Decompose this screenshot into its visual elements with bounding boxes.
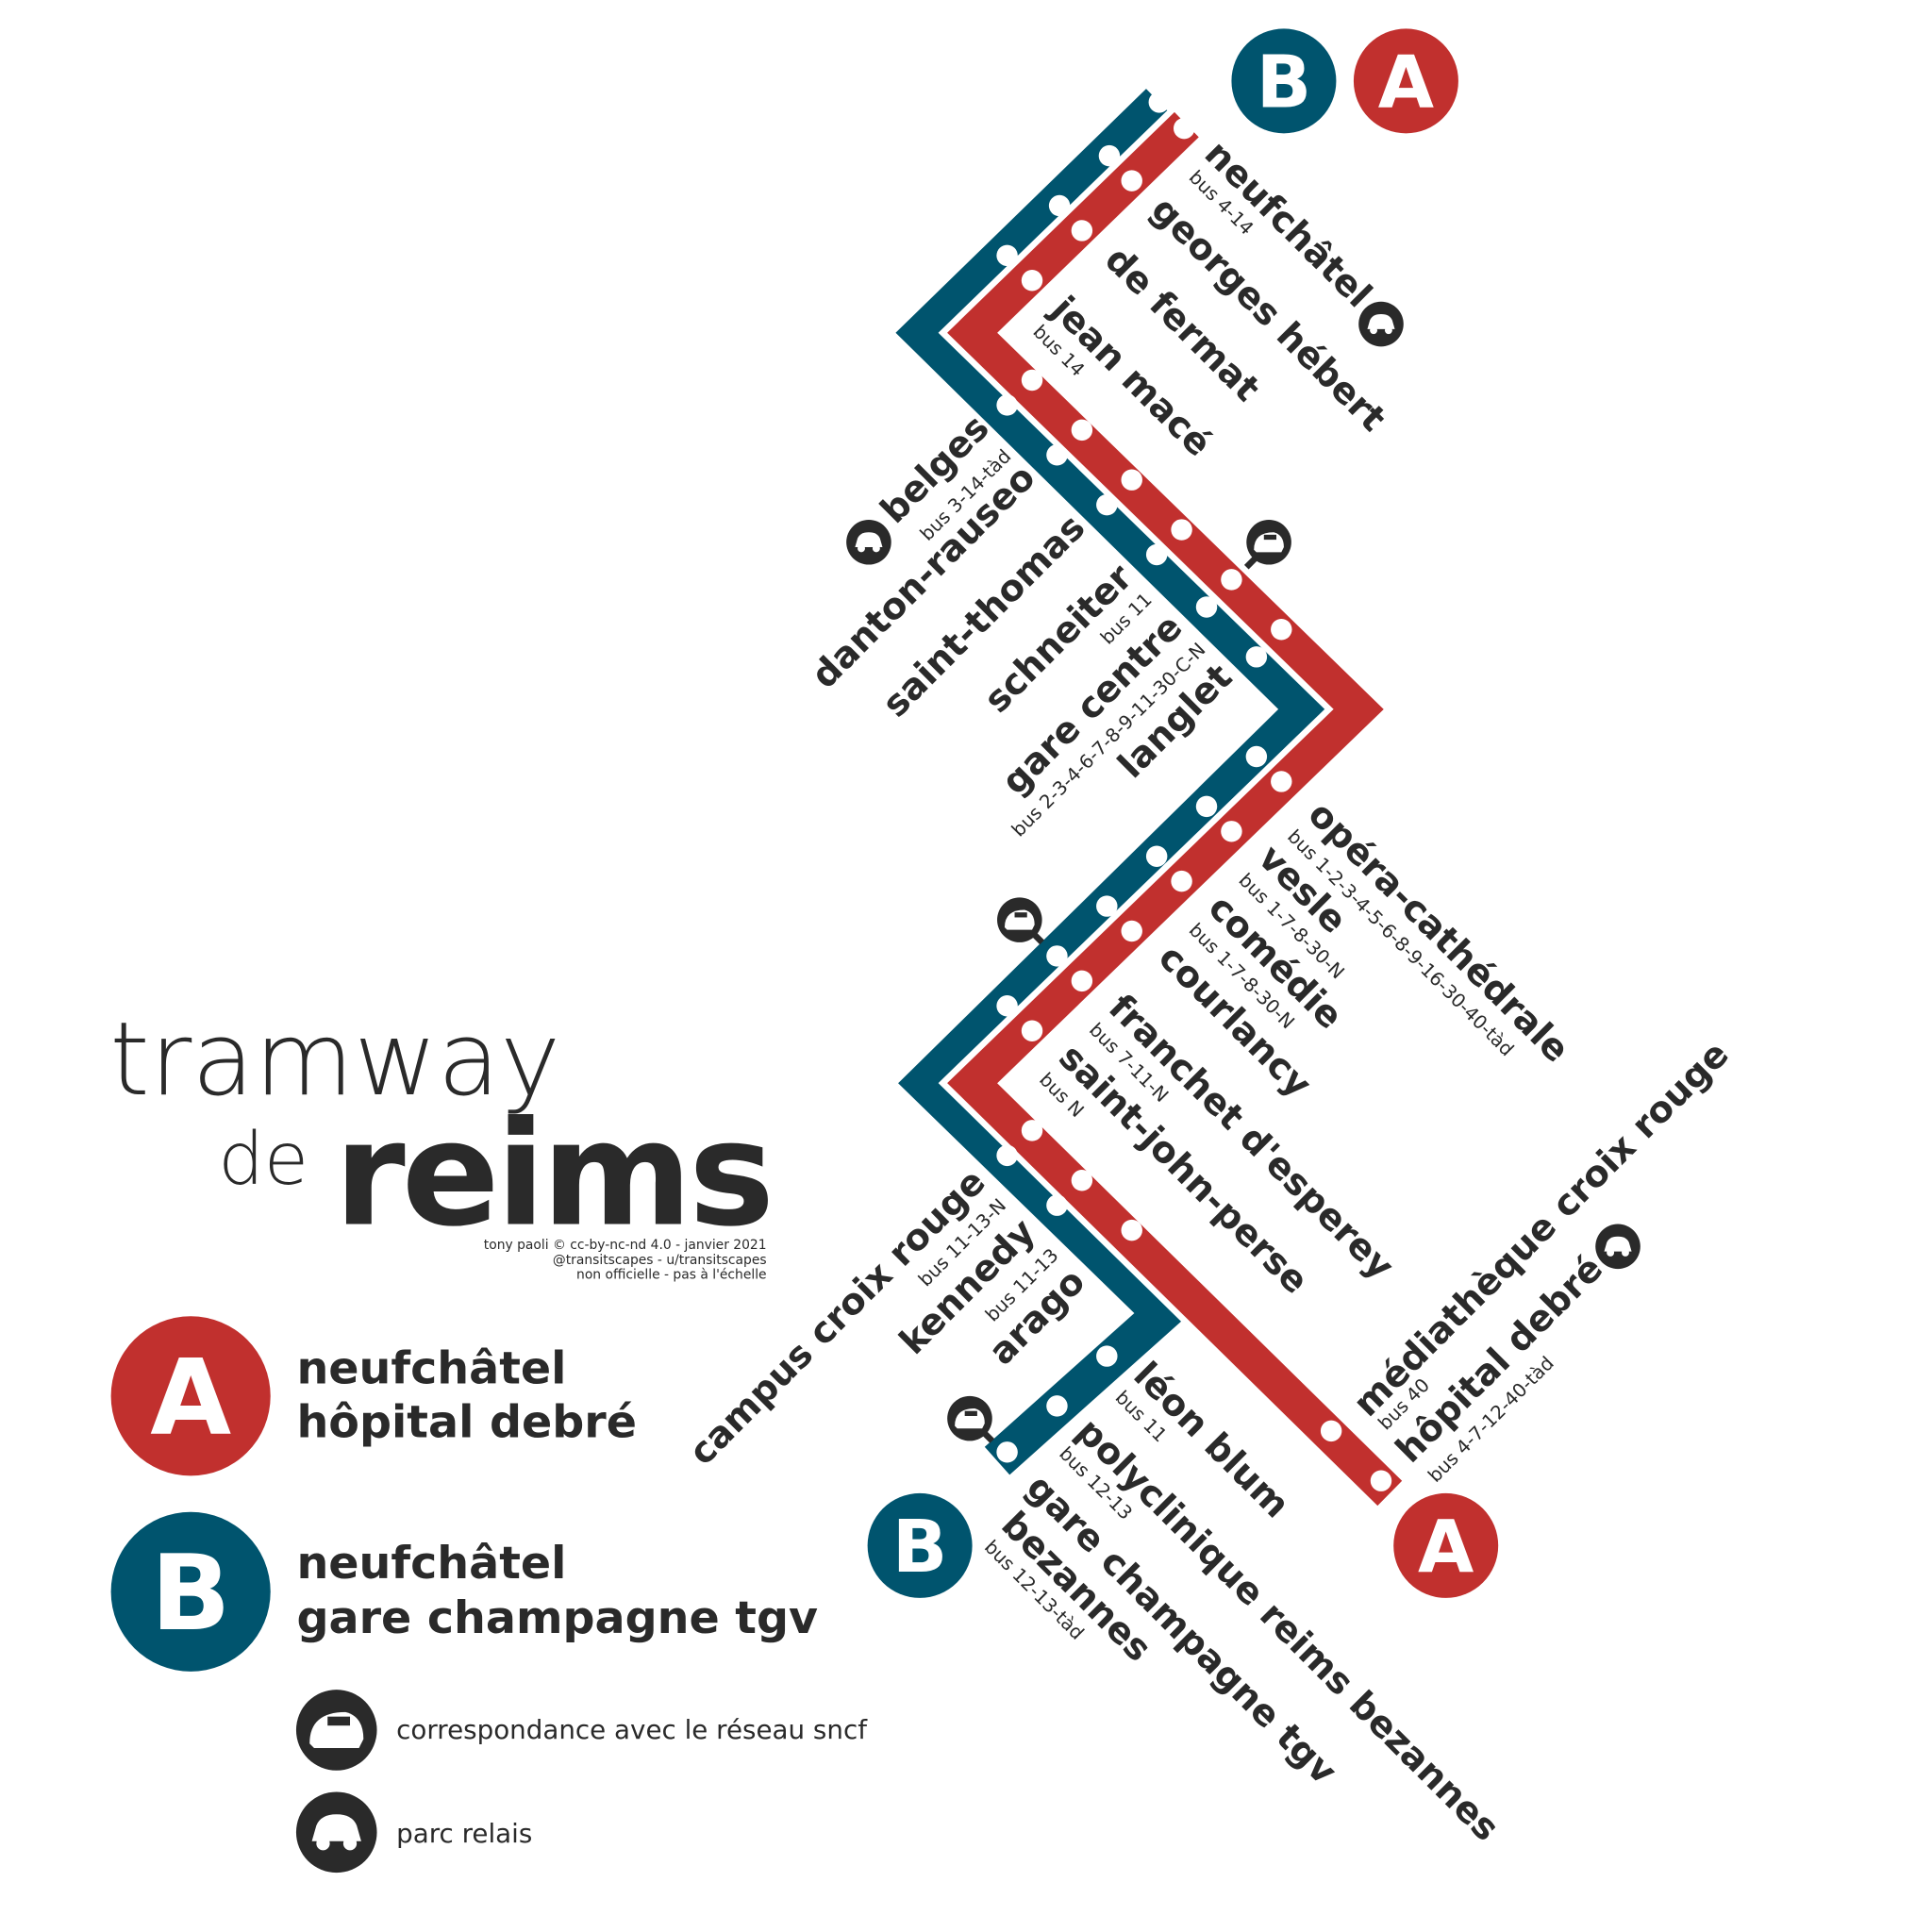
title-de: de: [218, 1118, 308, 1202]
svg-text:B: B: [151, 1533, 231, 1655]
svg-text:A: A: [150, 1337, 231, 1458]
stop-dot: [1171, 870, 1192, 892]
svg-text:B: B: [892, 1506, 947, 1590]
credits-line: non officielle - pas à l'échelle: [576, 1268, 767, 1283]
stop-dot: [1171, 519, 1192, 541]
stop-dot: [1071, 419, 1093, 441]
line-b-badge-top: B: [1231, 28, 1337, 134]
line-b-track: [895, 89, 1332, 1475]
svg-text:A: A: [1418, 1506, 1474, 1590]
stop-dot: [1145, 845, 1168, 867]
sncf-train-icon: [1246, 519, 1291, 565]
stop-dot: [1048, 194, 1071, 217]
legend-train: correspondance avec le réseau sncf: [295, 1690, 868, 1771]
stop-dot: [1096, 1345, 1118, 1367]
title-reims: reims: [334, 1091, 771, 1259]
stop-dot: [1148, 92, 1171, 113]
sncf-train-icon: [295, 1690, 377, 1771]
stop-dot: [1071, 220, 1093, 242]
stop-dot: [1021, 1120, 1043, 1141]
svg-text:gare champagne tgv: gare champagne tgv: [296, 1592, 818, 1644]
stop-dot: [996, 995, 1018, 1017]
stop-dot: [1195, 596, 1218, 618]
stop-dot: [1071, 1170, 1093, 1191]
stop-dot: [1320, 1420, 1342, 1442]
stop-dot: [1021, 270, 1043, 291]
legend-line-b: B neufchâtel gare champagne tgv: [110, 1511, 818, 1672]
credits-line: @transitscapes - u/transitscapes: [553, 1253, 767, 1268]
line-a-stops: [1021, 117, 1392, 1491]
sncf-train-icon: [947, 1395, 992, 1441]
stop-dot: [1096, 895, 1118, 917]
line-a-track: [947, 111, 1403, 1507]
stop-dot: [1245, 646, 1268, 668]
stop-dot: [1121, 1219, 1142, 1241]
stop-dot: [1096, 493, 1118, 516]
stop-dot: [996, 394, 1018, 416]
svg-text:hôpital debré: hôpital debré: [296, 1396, 637, 1448]
stop-dot: [1271, 619, 1292, 641]
stop-dot: [1221, 821, 1242, 842]
stop-dot: [996, 1441, 1018, 1463]
stop-dot: [1121, 920, 1142, 942]
stop-dot: [996, 1144, 1018, 1167]
stop-dot: [1370, 1470, 1392, 1491]
sncf-train-icon: [997, 897, 1042, 942]
stop-dot: [1245, 745, 1268, 768]
stop-dot: [1046, 945, 1068, 967]
svg-text:parc relais: parc relais: [396, 1818, 532, 1849]
park-and-ride-icon: [1358, 301, 1404, 347]
line-b-badge-end: B: [867, 1492, 973, 1598]
stop-dot: [1021, 1020, 1043, 1041]
stop-dot: [1098, 144, 1121, 167]
line-a-badge-top: A: [1353, 28, 1458, 134]
station-opera: opéra-cathédrale: [1300, 793, 1578, 1072]
title-tramway: tramway: [109, 999, 560, 1119]
stop-dot: [1271, 771, 1292, 792]
line-b-stops: [996, 92, 1268, 1463]
park-and-ride-icon: [1595, 1224, 1641, 1270]
stop-dot: [1173, 117, 1195, 140]
stop-dot: [1046, 1194, 1068, 1216]
stop-dot: [996, 244, 1018, 267]
svg-text:neufchâtel: neufchâtel: [296, 1343, 566, 1395]
credits-line: tony paoli © cc-by-nc-nd 4.0 - janvier 2…: [484, 1238, 767, 1253]
stop-dot: [1021, 369, 1043, 391]
stop-dot: [1145, 543, 1168, 566]
stop-dot: [1046, 444, 1068, 466]
park-and-ride-icon: [846, 519, 891, 565]
stop-dot: [1195, 795, 1218, 818]
svg-text:A: A: [1378, 42, 1434, 125]
stop-dot: [1121, 469, 1142, 491]
stop-dot: [1071, 970, 1093, 992]
park-and-ride-icon: [295, 1791, 377, 1874]
legend-car: parc relais: [295, 1791, 532, 1874]
line-a-badge-end: A: [1393, 1492, 1499, 1598]
svg-text:neufchâtel: neufchâtel: [296, 1538, 566, 1590]
stop-dot: [1046, 1395, 1068, 1417]
stop-dot: [1221, 569, 1242, 591]
stop-dot: [1121, 170, 1142, 192]
svg-text:B: B: [1257, 42, 1311, 125]
legend-line-a: A neufchâtel hôpital debré: [110, 1316, 637, 1476]
svg-text:correspondance avec le réseau: correspondance avec le réseau sncf: [396, 1714, 868, 1745]
